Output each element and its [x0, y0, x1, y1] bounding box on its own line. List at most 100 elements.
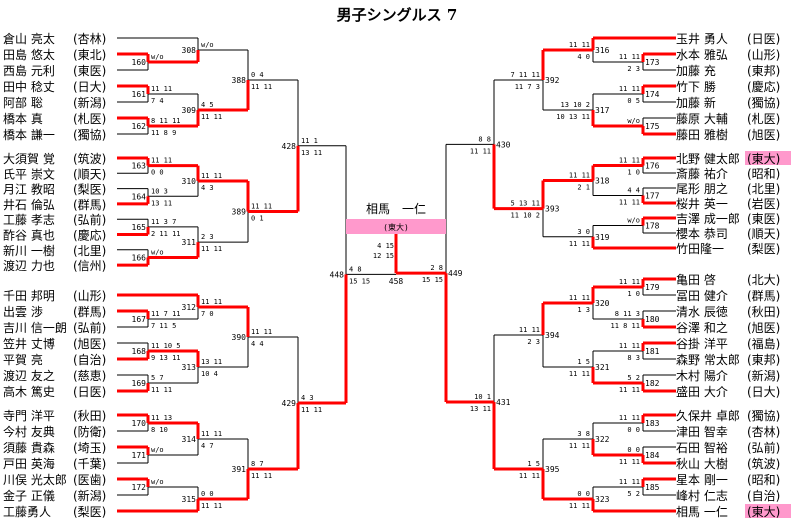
player-school: (北里)	[73, 244, 106, 258]
match-score-bottom: 11 11	[151, 386, 172, 394]
player-name: 月江 教昭	[3, 182, 55, 197]
player-school: (日医)	[73, 385, 106, 399]
match-score-top: 3 0	[577, 228, 590, 236]
match-score-top: 11 11	[619, 478, 640, 486]
match-score-bottom: 11 11	[569, 240, 590, 248]
player-name: 桜井 英一	[676, 197, 728, 211]
player-school: (自治)	[73, 353, 106, 367]
player-name: 相馬 一仁	[676, 505, 728, 519]
match-score-bottom: 13 11	[301, 149, 322, 157]
match-score-bottom: 11 11	[619, 458, 640, 466]
player-school: (梨医)	[73, 505, 106, 519]
player-school: (慶応)	[747, 80, 780, 94]
player-school: (筑波)	[73, 151, 106, 166]
match-number: 179	[645, 283, 660, 292]
match-number: 173	[645, 58, 660, 67]
match-score-bottom: 11 8 11	[610, 322, 640, 330]
match-score-bottom: 13 11	[470, 405, 491, 413]
match-score-top: 0 0	[577, 490, 590, 498]
match-score-top: 2 3	[201, 233, 214, 241]
player-name: 谷掛 洋平	[676, 336, 728, 351]
match-number: 430	[496, 140, 511, 149]
match-score-bottom: 11 11	[569, 442, 590, 450]
winner-lines	[117, 36, 676, 513]
match-number: 171	[132, 451, 147, 460]
player-school: (弘前)	[73, 320, 106, 335]
match-score-bottom: 11 11	[619, 386, 640, 394]
final-score-right: 12 15	[373, 252, 394, 260]
match-score-top: 8 7	[251, 460, 264, 468]
match-score-bottom: 11 10 2	[510, 212, 540, 220]
match-score-top: 11 11	[151, 85, 172, 93]
player-school: (旭医)	[747, 321, 780, 335]
match-number: 316	[595, 46, 610, 55]
player-school: (福島)	[747, 336, 780, 351]
player-school: (日大)	[747, 385, 780, 399]
match-score-top: w/o	[151, 478, 164, 486]
player-school: (慈恵)	[73, 368, 106, 383]
match-score-top: 5 2	[627, 374, 640, 382]
player-name: 竹田隆一	[676, 241, 724, 256]
match-number: 315	[182, 495, 197, 504]
player-name: 亀田 啓	[676, 272, 716, 287]
player-school: (順天)	[747, 227, 780, 241]
match-score-bottom: 11 11	[619, 199, 640, 207]
player-name: 高木 篤史	[3, 384, 55, 399]
player-school: (千葉)	[73, 457, 106, 471]
match-score-top: 11 10 5	[151, 342, 181, 350]
match-number: 181	[645, 347, 660, 356]
player-school: (札医)	[73, 112, 106, 126]
match-number: 169	[132, 379, 147, 388]
match-score-bottom: 7 4	[151, 97, 164, 105]
match-score-top: 11 11	[569, 172, 590, 180]
player-name: 星本 剛一	[676, 473, 728, 487]
match-score-top: 11 7 11	[151, 310, 181, 318]
match-score-top: 11 11	[619, 342, 640, 350]
match-number: 164	[132, 192, 147, 201]
match-number: 178	[645, 222, 660, 231]
match-score-top: 11 11	[201, 172, 222, 180]
match-number: 394	[545, 331, 560, 340]
player-school: (東邦)	[747, 64, 780, 78]
match-number: 162	[132, 122, 147, 131]
match-number: 182	[645, 379, 660, 388]
player-name: 木村 陽介	[676, 369, 728, 383]
player-name: 谷澤 和之	[676, 321, 728, 335]
player-name: 今村 友典	[3, 424, 55, 439]
match-number: 449	[448, 269, 463, 278]
match-number: 175	[645, 122, 660, 131]
match-number: 323	[595, 495, 610, 504]
match-number: 431	[496, 398, 511, 407]
player-school: (梨医)	[747, 242, 780, 256]
player-name: 久保井 卓郎	[676, 409, 740, 423]
match-score-bottom: 11 11	[201, 113, 222, 121]
player-school: (日医)	[747, 32, 780, 46]
match-score-top: 11 11	[201, 430, 222, 438]
player-school: (防衛)	[73, 424, 106, 439]
player-school: (医歯)	[73, 473, 106, 487]
match-number: 183	[645, 419, 660, 428]
match-score-top: 5 7	[151, 374, 164, 382]
player-school: (埼玉)	[73, 441, 106, 455]
player-name: 寺門 洋平	[3, 408, 55, 423]
match-score-top: 4 3	[301, 394, 314, 402]
match-score-bottom: 1 3	[577, 306, 590, 314]
player-school: (杏林)	[747, 425, 780, 439]
match-number: 180	[645, 315, 660, 324]
player-school: (東大)	[747, 152, 780, 166]
player-name: 千田 邦明	[3, 289, 55, 303]
match-number: 310	[182, 177, 197, 186]
match-score-bottom: 0 1	[251, 215, 264, 223]
match-score-bottom: 2 3	[627, 65, 640, 73]
player-name: 加藤 充	[676, 63, 716, 78]
final-score-left: 4 15	[377, 242, 394, 250]
player-school: (自治)	[747, 489, 780, 503]
match-score-bottom: 7 11 5	[151, 322, 176, 330]
match-number: 167	[132, 315, 147, 324]
player-school: (北大)	[747, 273, 780, 287]
match-score-bottom: 1 0	[627, 169, 640, 177]
match-number: 168	[132, 347, 147, 356]
match-score-top: w/o	[201, 41, 214, 49]
match-score-top: 11 11	[619, 85, 640, 93]
